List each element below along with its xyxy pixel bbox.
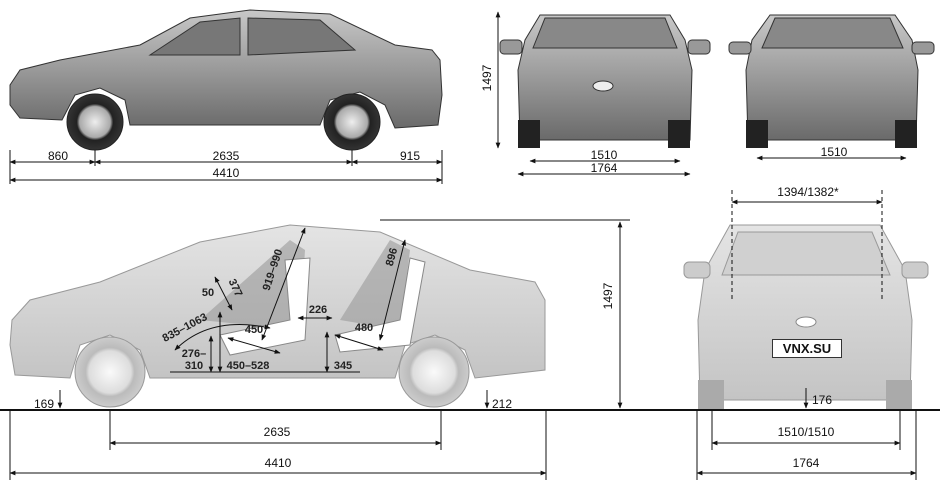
- front-clearance-label: 169: [33, 397, 55, 411]
- rear-track-label: 1510: [820, 145, 848, 159]
- rear-cushion-label: 480: [354, 322, 374, 334]
- license-plate: VNX.SU: [772, 339, 842, 358]
- top-side-view-car: [9, 9, 443, 151]
- front-height-label: 1497: [480, 64, 494, 92]
- length-label: 4410: [212, 166, 240, 180]
- front-overhang-label: 860: [47, 149, 69, 163]
- height-label: 1497: [601, 282, 615, 310]
- front-seat-height-label: 450–528: [226, 360, 270, 372]
- front-track-label: 1510: [590, 148, 618, 162]
- front-cushion-label: 450: [244, 324, 264, 336]
- track-label-front: 1510/1510: [777, 425, 835, 439]
- steering-offset-label: 50: [201, 287, 215, 299]
- wheelbase-label: 2635: [212, 149, 240, 163]
- rear-overhang-label: 915: [399, 149, 421, 163]
- bottom-front-view-car: [683, 224, 929, 410]
- shoulder-width-label: 1394/1382*: [777, 185, 839, 199]
- top-front-view-car: [499, 14, 711, 148]
- front-width-label: 1764: [590, 161, 618, 175]
- top-rear-view-car: [728, 14, 935, 148]
- knee-gap-label: 226: [308, 304, 328, 316]
- front-floor-to-seat-label: 276–310: [181, 348, 207, 372]
- dimension-lines: [0, 11, 940, 480]
- wheelbase-label-bottom: 2635: [263, 425, 291, 439]
- front-clearance-label-front: 176: [811, 393, 833, 407]
- rear-clearance-label: 212: [491, 397, 513, 411]
- rear-seat-height-label: 345: [333, 360, 353, 372]
- length-label-bottom: 4410: [264, 456, 292, 470]
- width-label-front: 1764: [792, 456, 820, 470]
